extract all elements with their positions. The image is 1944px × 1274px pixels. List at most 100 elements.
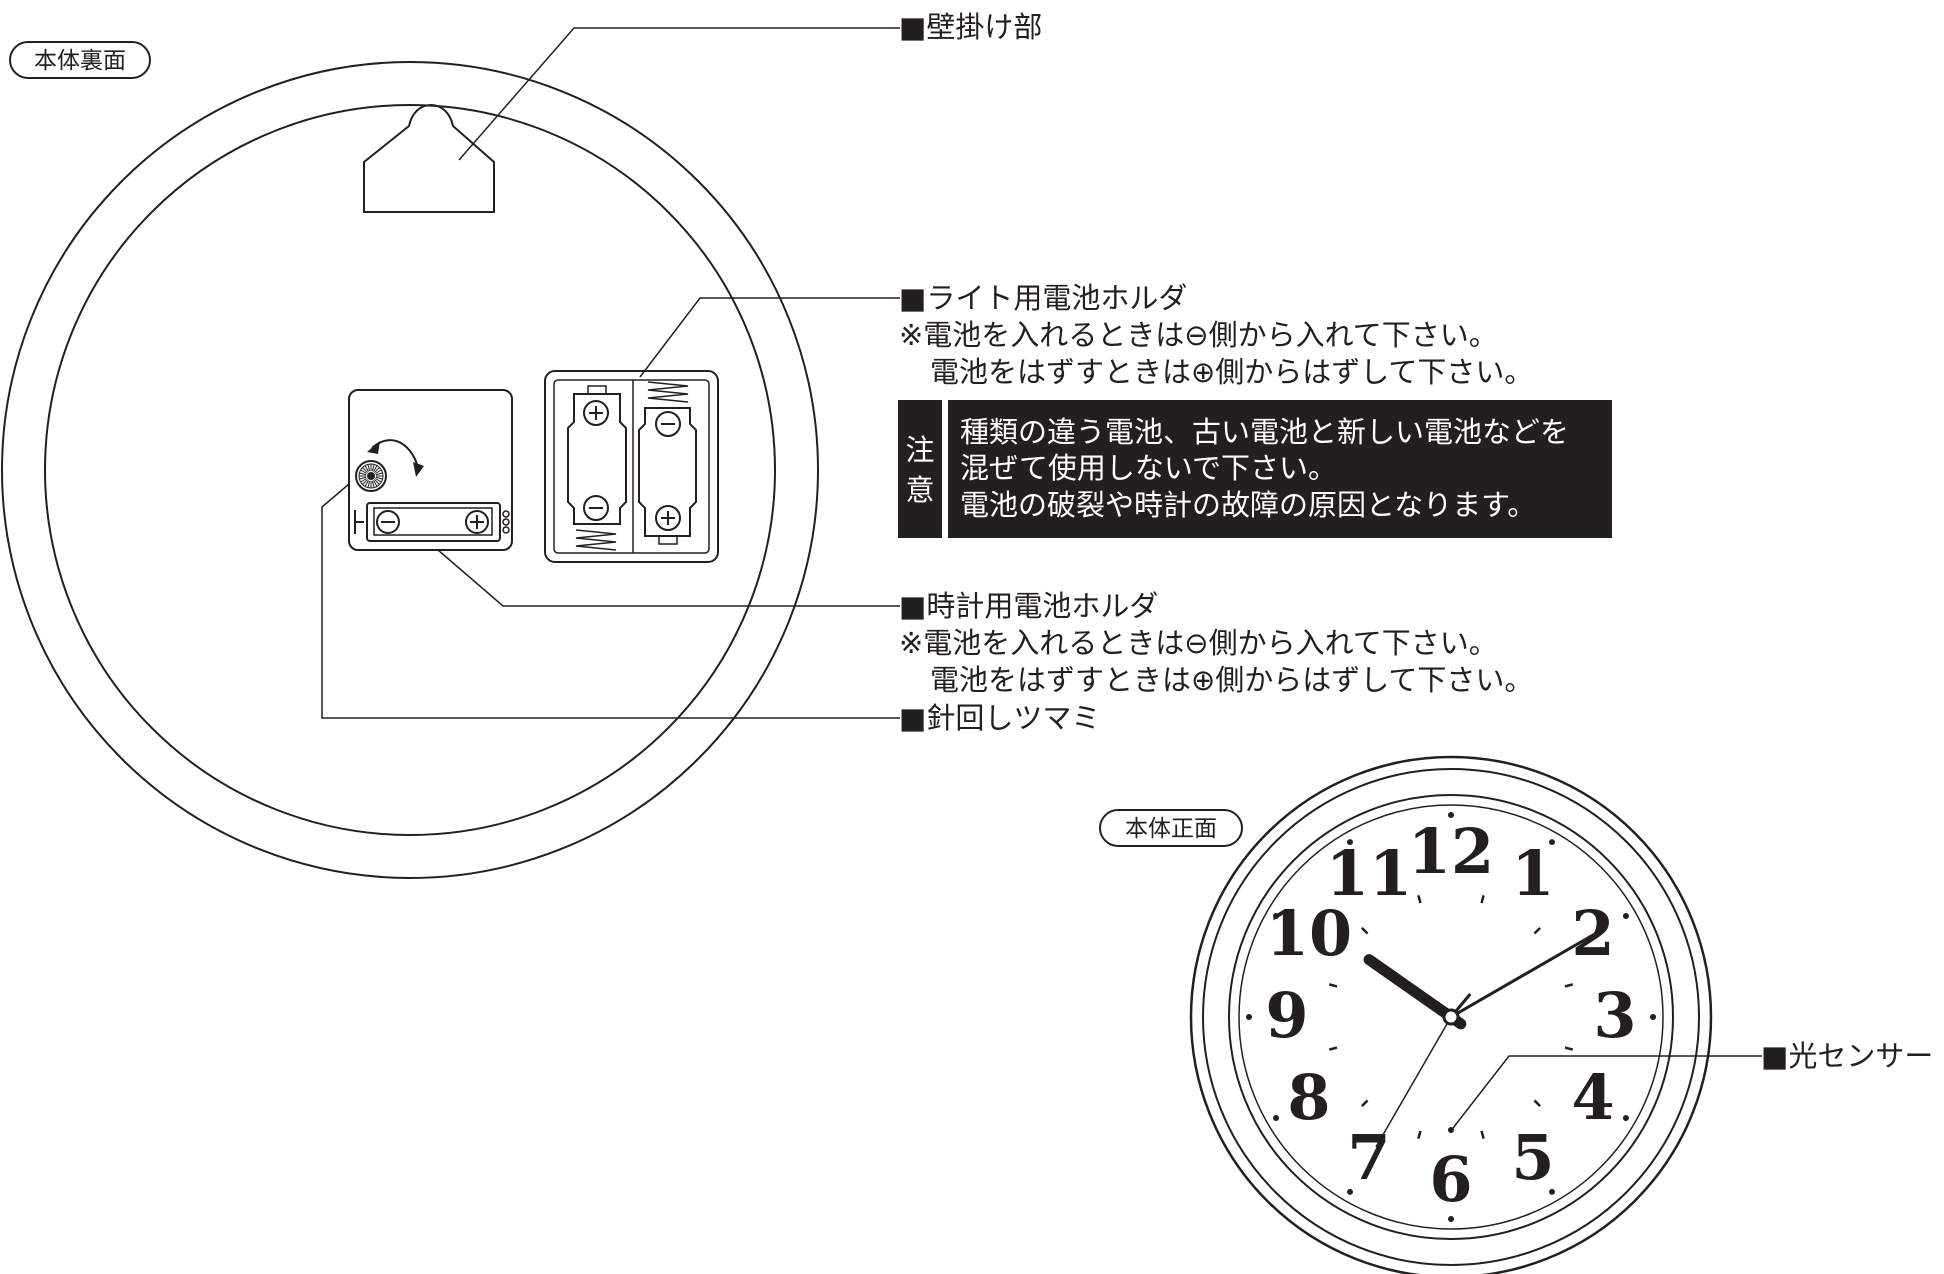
light-cell-2-spring [647, 381, 689, 403]
light-battery-note-2: 電池をはずすときは⊕側からはずして下さい。 [930, 355, 1533, 389]
knob-ridge [371, 480, 375, 488]
back-view: 本体裏面 [1, 10, 1533, 879]
dial-tick [1564, 983, 1574, 988]
light-battery-holder [544, 370, 719, 563]
caution-text-box [948, 400, 1612, 538]
clock-hands [1363, 930, 1599, 1148]
front-rim-3 [1228, 794, 1674, 1240]
dial-tick [1480, 1130, 1485, 1140]
dial-numeral-4: 4 [1571, 1061, 1614, 1134]
hand-knob-leader [321, 483, 900, 719]
dial-tick [1328, 983, 1338, 988]
hour-dot [1448, 812, 1454, 818]
minute-hand [1443, 930, 1599, 1023]
dial-tick [1533, 1099, 1541, 1107]
knob-ridge [367, 464, 371, 472]
hour-dot [1246, 1014, 1252, 1020]
knob-ridge [360, 478, 367, 483]
second-hand [1375, 1016, 1452, 1148]
back-outer-rim [1, 61, 819, 879]
light-holder-leader [639, 297, 900, 378]
dial-numeral-8: 8 [1287, 1061, 1330, 1134]
dial-numeral-11: 11 [1326, 837, 1412, 910]
hand-knob-label: ■針回しツマミ [899, 701, 1100, 735]
clock-movement [348, 389, 513, 551]
hour-dot [1549, 839, 1555, 846]
back-leader-lines [321, 27, 900, 719]
dial-tick [1564, 1046, 1574, 1051]
wall-hanger-label: ■壁掛け部 [899, 10, 1042, 44]
knob-ridge [364, 480, 369, 487]
dial-tick [1417, 1130, 1422, 1140]
knob-ridge [373, 465, 378, 472]
clock-battery-holder-label: ■時計用電池ホルダ [899, 589, 1158, 623]
light-sensor [1448, 1127, 1454, 1133]
light-sensor-label: ■光センサー [1761, 1039, 1933, 1073]
clock-battery-note-1: ※電池を入れるときは⊖側から入れて下さい。 [899, 626, 1498, 660]
hour-dot [1650, 1014, 1656, 1020]
dial-numeral-12: 12 [1408, 815, 1494, 888]
back-view-badge-text: 本体裏面 [34, 48, 126, 74]
dial-numeral-10: 10 [1266, 897, 1352, 970]
knob-ridge [362, 479, 368, 485]
caution-tag-char-1: 注 [905, 433, 934, 467]
dial-numeral-9: 9 [1265, 979, 1308, 1052]
knob-ridge [359, 472, 367, 476]
dial-tick [1361, 927, 1369, 935]
knob-ridge [367, 480, 371, 488]
hour-dot [1273, 1115, 1280, 1121]
knob-ridge [364, 465, 369, 472]
knob-ridge [375, 476, 383, 480]
caution-line-1: 種類の違う電池、古い電池と新しい電池などを [960, 415, 1569, 449]
dial-tick [1417, 894, 1422, 904]
dial-numeral-6: 6 [1429, 1143, 1472, 1216]
light-sensor-leader [1452, 1055, 1762, 1129]
minute-ticks [1328, 894, 1574, 1140]
hour-dot [1347, 1188, 1353, 1195]
caution-tag-box [898, 400, 942, 538]
caution-box: 注 意 種類の違う電池、古い電池と新しい電池などを 混ぜて使用しないで下さい。 … [898, 400, 1612, 538]
dial-tick [1328, 1046, 1338, 1051]
hand-knob [355, 460, 387, 492]
knob-ridge [375, 469, 382, 474]
wall-hanger [363, 104, 495, 213]
clock-battery-note-2: 電池をはずすときは⊕側からはずして下さい。 [930, 663, 1533, 697]
light-cell-1-spring [575, 529, 617, 551]
wall-hanger-leader [458, 27, 900, 161]
light-battery-holder-label: ■ライト用電池ホルダ [899, 281, 1187, 315]
knob-ridge [374, 467, 380, 473]
knob-ridge [362, 467, 368, 473]
caution-line-2: 混ぜて使用しないで下さい。 [960, 451, 1337, 485]
knob-ridge [375, 472, 383, 476]
dial-numeral-3: 3 [1593, 979, 1636, 1052]
hour-dots [1246, 812, 1656, 1222]
knob-ridge [360, 469, 367, 474]
hour-dot [1273, 913, 1280, 919]
knob-ridge [373, 480, 378, 487]
back-inner-rim [44, 104, 776, 836]
front-rim-2 [1202, 768, 1700, 1266]
dial-numeral-1: 1 [1511, 837, 1554, 910]
knob-ridge [371, 464, 375, 472]
knob-ridge [375, 478, 382, 483]
knob-ridge [359, 476, 367, 480]
hand-hub [1442, 1008, 1460, 1026]
hour-dot [1448, 1216, 1454, 1222]
hour-dot [1549, 1188, 1555, 1195]
front-view-badge [1099, 809, 1243, 847]
movement-body [348, 389, 513, 551]
dial-tick [1533, 927, 1541, 935]
hour-dot [1622, 913, 1629, 919]
dial-tick [1361, 1099, 1369, 1107]
dial-tick [1480, 894, 1485, 904]
hour-dot [1622, 1115, 1629, 1121]
front-view-badge-text: 本体正面 [1125, 816, 1217, 842]
hour-dot [1347, 839, 1353, 846]
clock-battery [354, 502, 510, 542]
caution-tag-char-2: 意 [905, 473, 934, 507]
light-battery-note-1: ※電池を入れるときは⊖側から入れて下さい。 [899, 318, 1498, 352]
front-rim-4 [1238, 804, 1664, 1230]
caution-line-3: 電池の破裂や時計の故障の原因となります。 [960, 488, 1536, 522]
back-view-badge [9, 41, 151, 79]
